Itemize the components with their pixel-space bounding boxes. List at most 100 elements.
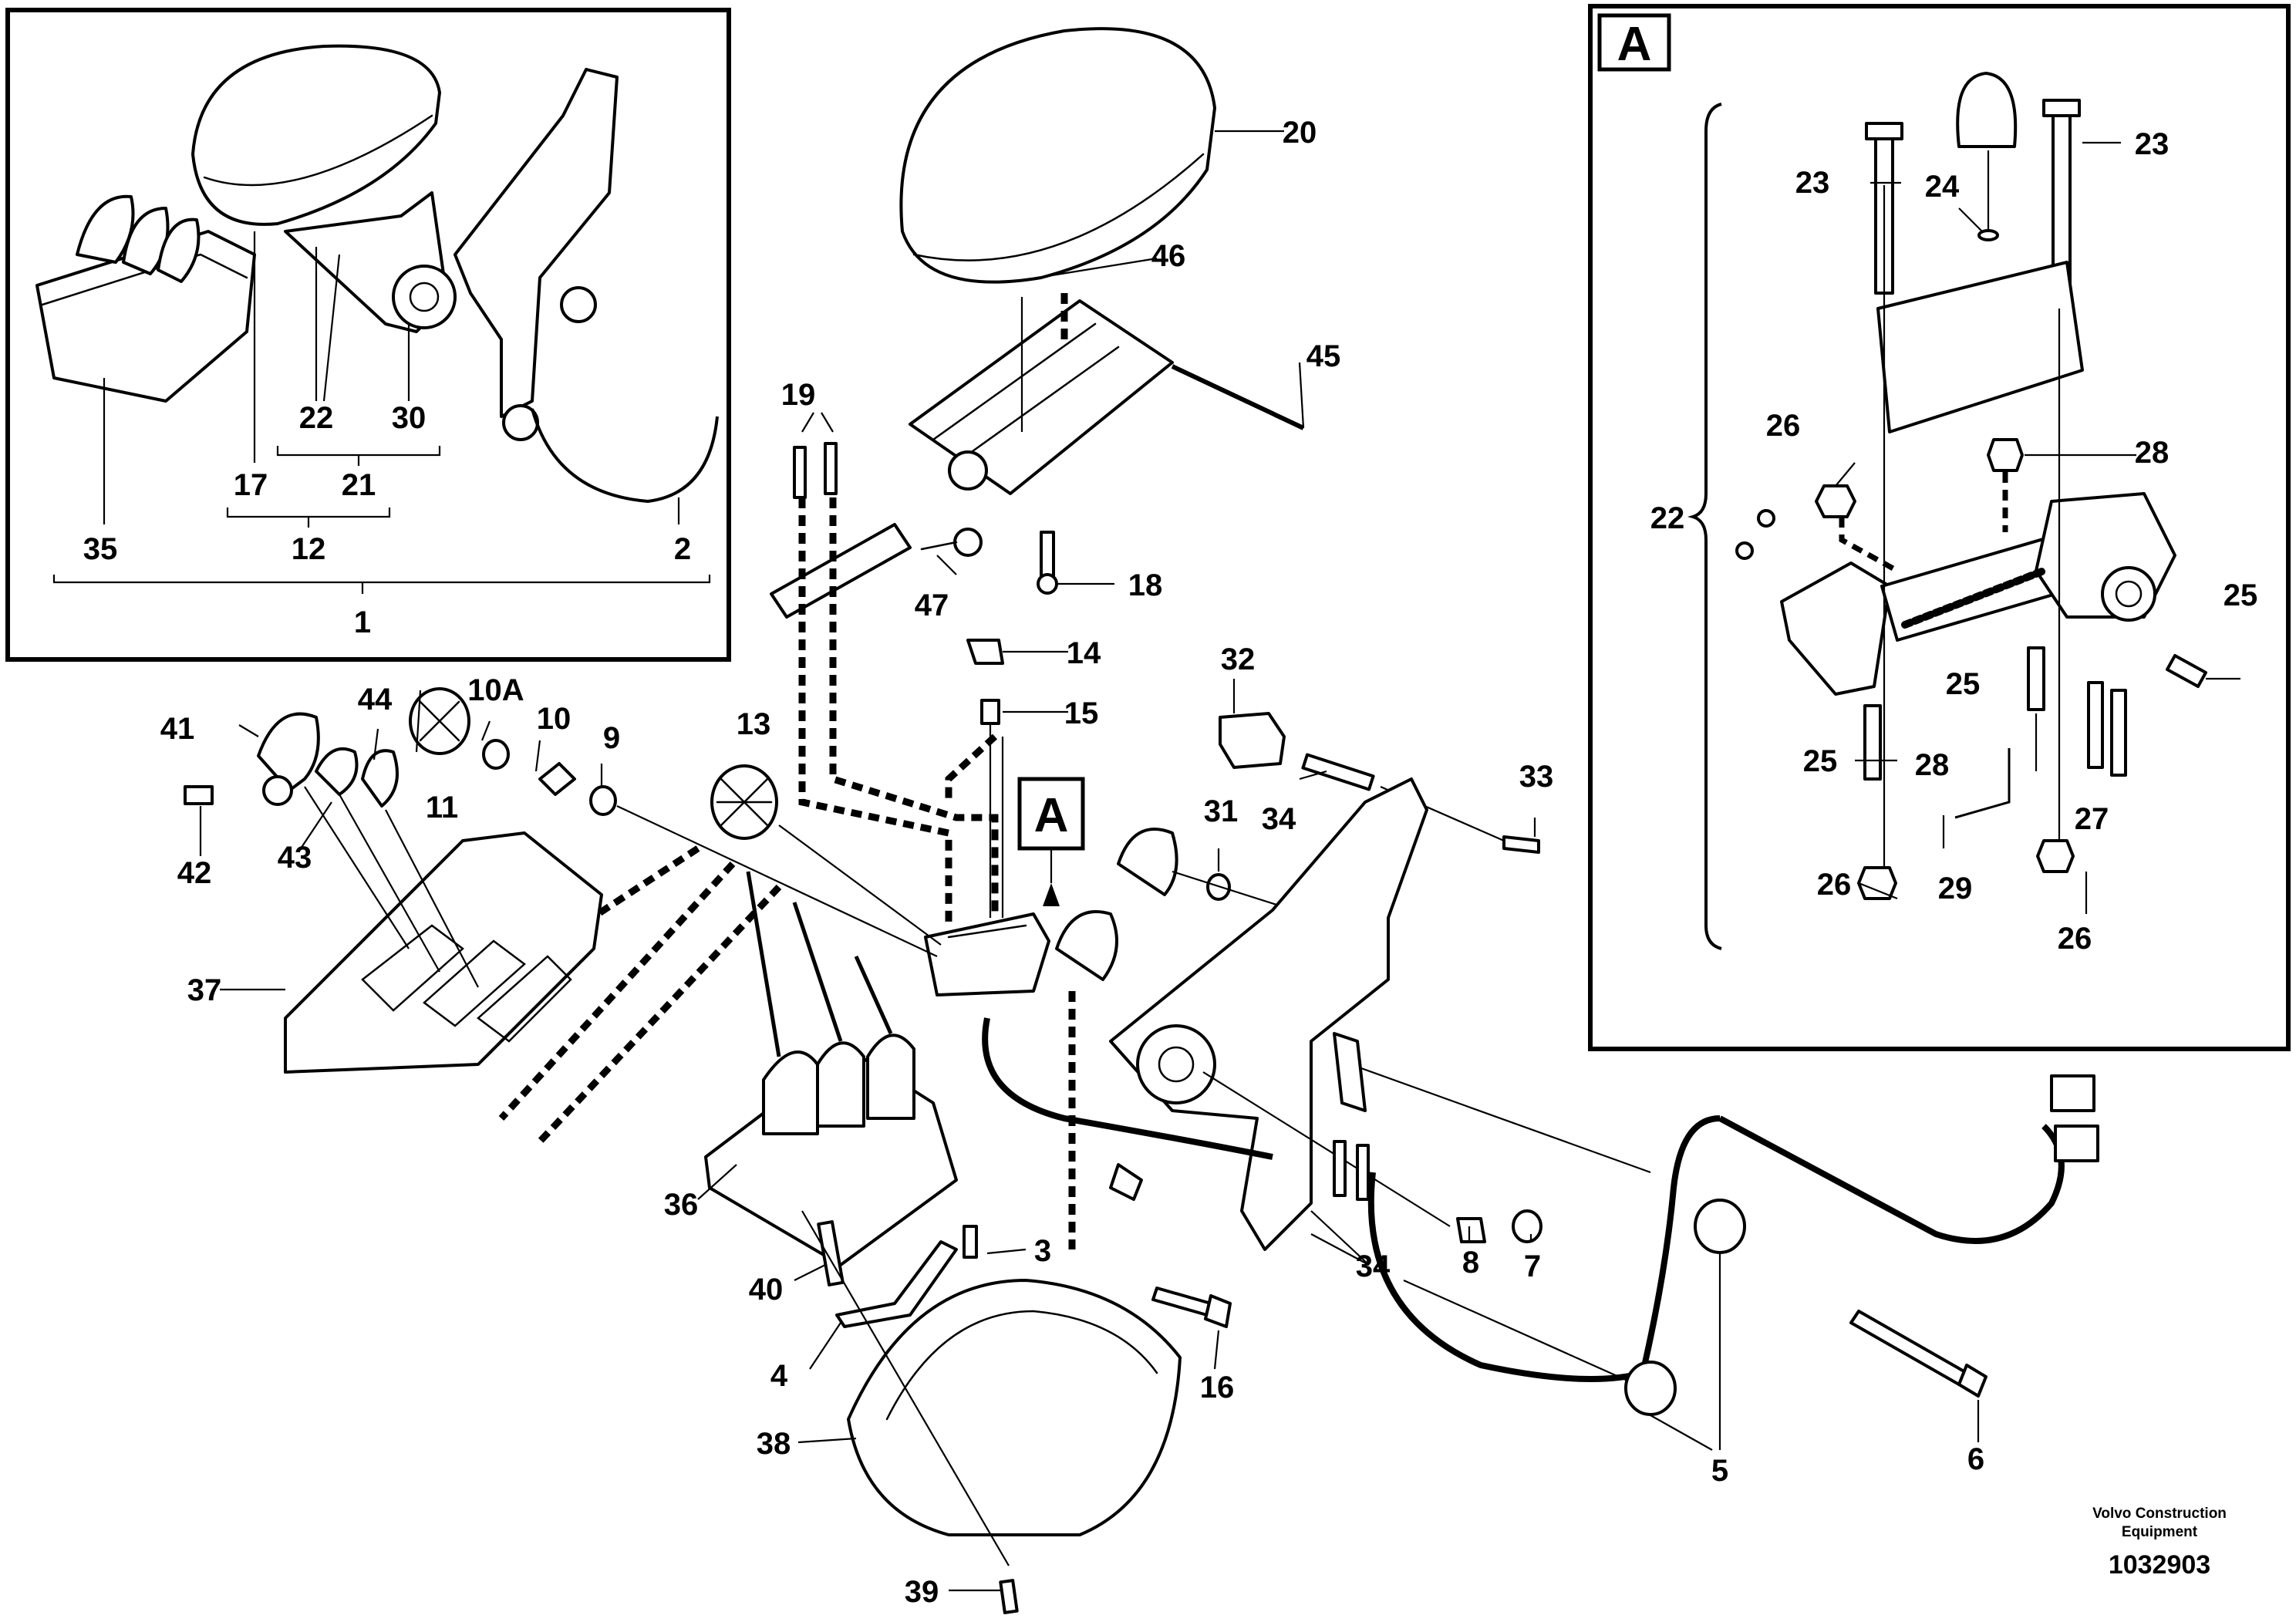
callout-20: 20 xyxy=(1283,116,1317,150)
screw-18 xyxy=(1040,531,1055,580)
overview-armrest-cushion xyxy=(191,44,441,226)
callout-26-bottom-left: 26 xyxy=(1817,868,1852,902)
bolt-34-upper xyxy=(1301,753,1375,791)
callout-28-top: 28 xyxy=(2135,436,2170,470)
knob-14 xyxy=(966,639,1004,665)
callout-10a: 10A xyxy=(467,673,524,707)
connector-lower xyxy=(2054,1125,2099,1162)
detail-a-marker: A xyxy=(1034,789,1069,842)
cable-harness-2 xyxy=(1367,1115,1721,1382)
armrest-cushion-20 xyxy=(899,27,1216,284)
callout-32: 32 xyxy=(1221,642,1256,676)
washer-7 xyxy=(1512,1209,1542,1243)
overview-inset: 22 30 17 21 35 12 2 1 xyxy=(5,8,731,662)
main-exploded-view: A xyxy=(160,27,2099,1614)
callout-11: 11 xyxy=(426,791,458,824)
bolt-16 xyxy=(1151,1286,1212,1317)
callout-15: 15 xyxy=(1064,696,1099,730)
callout-42: 42 xyxy=(177,856,212,890)
overview-cable xyxy=(531,408,719,504)
valve-stick-3 xyxy=(854,955,893,1035)
armrest-latch xyxy=(770,523,912,619)
brand-line-1: Volvo Construction xyxy=(2092,1506,2227,1522)
screw-39 xyxy=(999,1579,1019,1614)
nut-26-bottom-right xyxy=(2036,839,2075,873)
callout-7: 7 xyxy=(1524,1249,1541,1283)
callout-38: 38 xyxy=(757,1427,791,1461)
switch-box-a xyxy=(924,912,1050,996)
plate-4 xyxy=(835,1240,958,1328)
detail-a-marker-box xyxy=(1017,777,1085,851)
screw-42 xyxy=(184,785,214,805)
callout-39: 39 xyxy=(905,1575,939,1609)
callout-14: 14 xyxy=(1067,636,1101,670)
callout-17: 17 xyxy=(234,468,268,502)
callout-30: 30 xyxy=(392,401,426,435)
bushing-5-upper xyxy=(1694,1199,1746,1254)
dashed-link-19 xyxy=(829,497,999,918)
nut-8 xyxy=(1456,1217,1486,1243)
valve-stick-2 xyxy=(792,902,843,1042)
bracket-plate xyxy=(1780,561,1891,696)
screw-47 xyxy=(953,528,983,557)
callout-12: 12 xyxy=(292,532,326,566)
callout-8: 8 xyxy=(1462,1246,1479,1280)
nut-28-top xyxy=(1987,438,2024,472)
drawing-number: 1032903 xyxy=(2109,1550,2210,1580)
nut-26-top xyxy=(1815,484,1856,518)
washer-10a xyxy=(482,739,510,770)
detail-a-frame xyxy=(1588,4,2291,1051)
callout-27: 27 xyxy=(2075,802,2109,836)
valve-stick-1 xyxy=(746,871,781,1057)
footer: Volvo Construction Equipment 1032903 xyxy=(2092,1506,2227,1580)
support-hinge xyxy=(1136,1024,1216,1104)
callout-35: 35 xyxy=(83,532,118,566)
bushing-5-lower xyxy=(1624,1361,1677,1416)
callout-25-right: 25 xyxy=(2224,578,2258,612)
callout-21: 21 xyxy=(342,468,376,502)
callout-34-upper: 34 xyxy=(1262,802,1296,836)
callout-19: 19 xyxy=(781,378,816,412)
callout-22-overview: 22 xyxy=(299,401,334,435)
callout-3: 3 xyxy=(1034,1234,1051,1268)
detail-a-inset: A xyxy=(1588,4,2291,1051)
cushion-block xyxy=(1055,910,1118,981)
screw-34-lower-a xyxy=(1333,1140,1347,1197)
callout-45: 45 xyxy=(1306,339,1341,373)
seat-arm-support xyxy=(1109,777,1428,1251)
bracket-hinge xyxy=(2101,566,2156,622)
screw-19-b xyxy=(824,442,838,495)
cover-plate xyxy=(1876,261,2084,433)
overview-control-box xyxy=(35,230,256,403)
overview-frame xyxy=(5,8,731,662)
callout-41: 41 xyxy=(160,712,195,746)
callout-1: 1 xyxy=(354,605,371,639)
spacer-10 xyxy=(538,762,576,796)
callout-28-bottom: 28 xyxy=(1915,748,1950,782)
lever-grip-43 xyxy=(315,747,359,796)
bracket-32 xyxy=(1219,712,1286,769)
washer-9 xyxy=(589,785,617,816)
callout-22-detail: 22 xyxy=(1650,501,1685,535)
callout-43: 43 xyxy=(278,841,312,875)
callout-25-mid: 25 xyxy=(1946,667,1981,701)
overview-lever-3 xyxy=(157,218,201,283)
callout-18: 18 xyxy=(1128,568,1163,602)
callout-31: 31 xyxy=(1204,794,1239,828)
callout-5: 5 xyxy=(1711,1454,1728,1488)
callout-4: 4 xyxy=(770,1359,788,1393)
knob-24 xyxy=(1956,72,2018,148)
control-panel-cover-37 xyxy=(284,831,603,1074)
callout-44: 44 xyxy=(358,683,393,717)
callout-25-left: 25 xyxy=(1803,744,1838,778)
overview-seat-arm xyxy=(453,68,619,418)
callout-34-lower: 34 xyxy=(1356,1249,1391,1283)
detail-a-tag-box xyxy=(1597,13,1671,72)
damper-31 xyxy=(1117,828,1178,896)
callout-29: 29 xyxy=(1938,872,1973,905)
callout-33: 33 xyxy=(1519,760,1554,794)
callout-13: 13 xyxy=(737,707,771,741)
callout-24: 24 xyxy=(1925,170,1960,204)
callout-26-bottom-right: 26 xyxy=(2058,922,2092,956)
